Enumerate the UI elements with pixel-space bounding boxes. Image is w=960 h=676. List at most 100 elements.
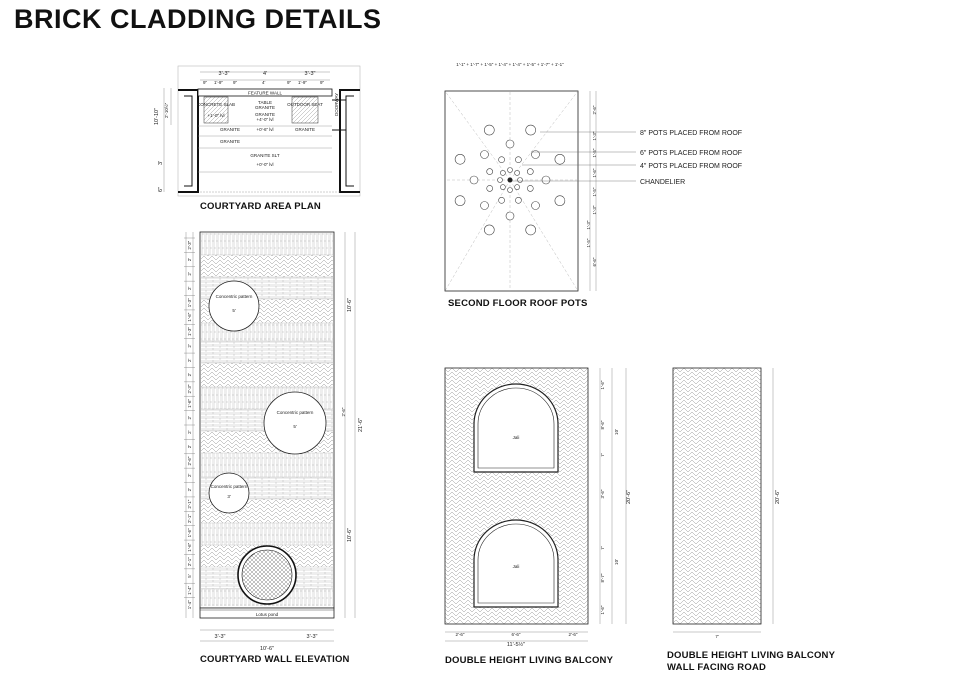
chandelier-marker [507, 177, 513, 183]
wall-left-dim: 1'-6" [187, 528, 192, 537]
wall-right-dim-1: 10'-6" [347, 298, 353, 312]
plan-label-concrete-slab: CONCRETE SLAB [197, 102, 235, 107]
roof-top-dims: 1'-1" + 1'-7" + 1'-5" + 1'-4" + 1'-4" + … [456, 62, 564, 67]
balcony-right-dim-3: 7' [600, 453, 605, 457]
courtyard-wall-elevation: Concentric pattern 5' Concentric pattern… [184, 231, 364, 652]
roof-pot [531, 201, 540, 210]
plan-sub-dim-6: 1'-9" [298, 80, 307, 85]
wall-left-dim: 1'-6" [187, 542, 192, 551]
plan-sub-dim-7: 9" [320, 80, 325, 85]
roof-right-dim-1: 2'-6" [592, 105, 597, 114]
plan-sub-dim-4: 4' [262, 80, 266, 85]
roof-pot [525, 124, 537, 136]
balcony-outer-dim-1: 10' [614, 429, 619, 435]
road-bottom-dim: 7' [715, 634, 719, 639]
wall-left-dim: 2' [187, 258, 192, 262]
jali-lower-label: Jali [513, 564, 520, 569]
double-height-balcony: Jali Jali 2'-6" 6'-6" 2'-6" 11'-5½" 1'-6… [444, 367, 632, 648]
roof-pot [507, 187, 513, 193]
roof-pot [500, 184, 506, 190]
balcony-right-dim-4: 3'-6" [600, 489, 605, 498]
roof-pot [498, 156, 505, 163]
balcony-right-dim-7: 1'-6" [600, 605, 605, 614]
roof-left-dim-2: 1'-5" [586, 238, 591, 247]
wall-left-dim: 1'-4" [187, 586, 192, 595]
circle-1-dim: 5' [232, 308, 236, 313]
plan-label-table: TABLE [258, 100, 272, 105]
roof-pot [486, 185, 494, 192]
plan-label-level-3: +0'-6" lvl [256, 127, 273, 132]
feature-wall-label: FEATURE WALL [248, 91, 283, 96]
legend-4in-pots: 4" POTS PLACED FROM ROOF [640, 163, 742, 170]
layout-ray [509, 179, 579, 292]
wall-left-dim: 1'-3" [187, 327, 192, 336]
plan-label-level-1: +1'-0" lvl [207, 113, 224, 118]
plan-label-level-4: +0'-0" lvl [256, 162, 273, 167]
wall-left-dim: 1'-3" [187, 298, 192, 307]
roof-pot [454, 154, 466, 165]
concentric-pattern-circle-2 [263, 391, 327, 455]
wall-left-dim: 2'-3" [187, 384, 192, 393]
plan-label-granite-3: GRANITE [220, 127, 240, 132]
roof-pot [514, 184, 520, 190]
plan-label-granite-1: GRANITE [255, 105, 275, 110]
wall-left-dim: 2'-3" [187, 240, 192, 249]
plan-label-granite-slt: GRANITE SLT [250, 153, 279, 158]
wall-left-dim-chain: 2'-3" 2' 2' 2' 1'-3" 1'-6" 1'-3" 2' 2' 2' 2'-3" 1'-… [184, 237, 195, 609]
balcony-bottom-total: 11'-5½" [507, 641, 525, 648]
plan-label-doorway: DOORWAY [334, 93, 339, 116]
roof-pot [505, 139, 515, 149]
roof-right-dim-3: 1'-5" [592, 148, 597, 157]
roof-pot [454, 195, 466, 206]
lotus-pond-label: Lotus pond [256, 612, 279, 617]
second-floor-roof-pots: 1'-1" + 1'-7" + 1'-5" + 1'-4" + 1'-4" + … [444, 62, 742, 292]
plan-left-dim-4: 6" [158, 187, 164, 192]
balcony-right-dim-6: 8'-7" [600, 573, 605, 582]
circle-1-label: Concentric pattern [216, 294, 253, 299]
wall-left-dim: 2' [187, 474, 192, 478]
concentric-pattern-circle-3 [208, 472, 250, 514]
wall-right-dim-2: 21'-6" [358, 418, 364, 432]
roof-pot [500, 170, 506, 176]
plan-label-outdoor-seat: OUTDOOR SEAT [287, 102, 323, 107]
roof-right-dim-6: 1'-3" [592, 205, 597, 214]
caption-balcony: DOUBLE HEIGHT LIVING BALCONY [445, 655, 614, 666]
wall-left-dim: 2' [187, 344, 192, 348]
page-title: BRICK CLADDING DETAILS [14, 4, 382, 34]
road-right-dim: 20'-6" [775, 490, 781, 504]
concentric-pattern-circle-1 [208, 280, 260, 332]
roof-pot [480, 150, 489, 159]
roof-pot [505, 211, 515, 221]
caption-courtyard-wall: COURTYARD WALL ELEVATION [200, 654, 350, 665]
wall-mid-dim: 2'-6" [341, 407, 346, 416]
wall-left-dim: 2' [187, 430, 192, 434]
roof-pot [525, 224, 537, 236]
plan-top-dim-1: 3'-3" [219, 71, 230, 77]
balcony-right-dim-2: 8'-6" [600, 420, 605, 429]
wall-left-dim: 5' [187, 574, 192, 578]
plan-top-dim-3: 3'-3" [305, 71, 316, 77]
roof-right-dim-2: 1'-3" [592, 131, 597, 140]
wall-bottom-dim-1: 3'-3" [215, 634, 226, 640]
circle-2-dim: 5' [293, 424, 297, 429]
wall-left-dim: 2' [187, 445, 192, 449]
balcony-right-dim-5: 7' [600, 546, 605, 550]
plan-label-granite-5: GRANITE [220, 139, 240, 144]
balcony-wall-facing-road: 7' 20'-6" [672, 367, 781, 639]
roof-pot [554, 154, 566, 165]
plan-left-dim-2: 2'-10½" [163, 102, 169, 118]
wall-left-dim: 2' [187, 416, 192, 420]
jali-upper-label: Jali [513, 435, 520, 440]
plan-left-dim-3: 3' [158, 161, 164, 165]
roof-pot [483, 224, 495, 236]
roof-pot [498, 197, 505, 204]
balcony-bottom-dim-1: 2'-6" [456, 632, 465, 637]
wall-left-dim: 1'-4" [187, 600, 192, 609]
wall-left-dim: 2'-1" [187, 499, 192, 508]
roof-pot [526, 185, 534, 192]
layout-ray [444, 90, 511, 181]
roof-pot [469, 175, 479, 185]
roof-pot [486, 168, 494, 175]
roof-right-dim-7: 6'-6" [592, 257, 597, 266]
